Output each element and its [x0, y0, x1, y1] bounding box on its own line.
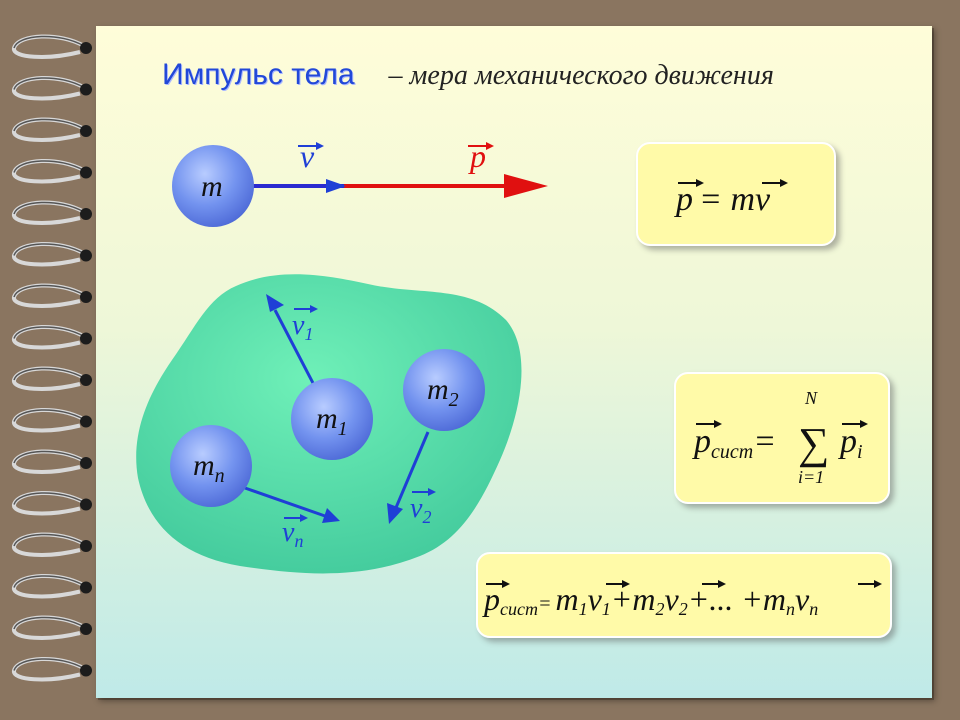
- spiral-ring-shade: [13, 450, 85, 464]
- spiral-hole: [80, 332, 92, 345]
- formula-box-expanded: [476, 552, 892, 638]
- spiral-ring-shade: [13, 326, 85, 339]
- spiral-hole: [80, 415, 92, 428]
- formula-box-momentum: [636, 142, 836, 246]
- spiral-ring-shade: [13, 533, 85, 547]
- spiral-binding: [12, 34, 92, 682]
- spiral-ring-shade: [13, 201, 85, 215]
- spiral-ring-shade: [13, 616, 85, 630]
- spiral-hole: [80, 457, 92, 469]
- spiral-hole: [80, 249, 92, 262]
- spiral-hole: [80, 374, 92, 386]
- spiral-hole: [80, 540, 92, 552]
- spiral-hole: [80, 42, 92, 54]
- spiral-ring-shade: [13, 658, 85, 671]
- spiral-ring-shade: [13, 575, 85, 588]
- title-subtitle: – мера механического движения: [388, 60, 774, 91]
- spiral-hole: [80, 166, 92, 179]
- spiral-ring-shade: [13, 367, 85, 381]
- spiral-ring-shade: [13, 284, 85, 298]
- spiral-ring-shade: [13, 118, 85, 132]
- spiral-hole: [80, 581, 92, 594]
- spiral-ring-shade: [13, 77, 85, 90]
- spiral-ring-shade: [13, 243, 85, 256]
- spiral-hole: [80, 125, 92, 137]
- title-main: Импульс тела: [162, 58, 355, 91]
- spiral-ring-shade: [13, 160, 85, 173]
- spiral-hole: [80, 664, 92, 677]
- spiral-ring-shade: [13, 409, 85, 422]
- spiral-hole: [80, 83, 92, 96]
- spiral-hole: [80, 498, 92, 511]
- spiral-hole: [80, 623, 92, 635]
- formula-box-sum: [674, 372, 890, 504]
- spiral-hole: [80, 291, 92, 303]
- spiral-ring-shade: [13, 35, 85, 49]
- spiral-ring-shade: [13, 492, 85, 505]
- title: Импульс тела – мера механического движени…: [162, 58, 922, 102]
- spiral-hole: [80, 208, 92, 220]
